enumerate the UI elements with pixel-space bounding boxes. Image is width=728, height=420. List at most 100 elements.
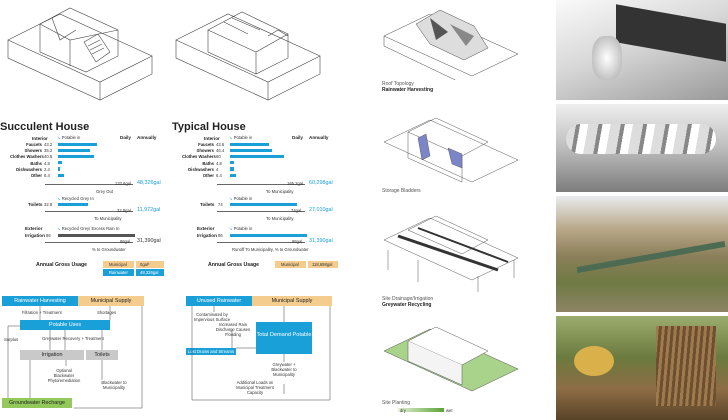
site-drainage-drawing — [383, 215, 519, 292]
planting-gradient-legend — [398, 408, 444, 412]
legend-wet: wet — [446, 408, 453, 413]
caption-roof-topology: Roof Topology — [382, 81, 414, 87]
succulent-recycled-grey-in: ↘ Recycled Grey In — [57, 196, 94, 201]
grey-black-label: Greywater + Blackwater to Municipality — [271, 362, 297, 377]
increased-rain-label: Increased Rain Discharge Causes Flooding — [215, 322, 251, 337]
groundwater-recharge-box: Groundwater Recharge — [2, 398, 72, 408]
contaminated-label: Contaminated by Impervious Surface — [193, 312, 231, 322]
irrigation-box: Irrigation — [20, 350, 84, 360]
typical-row-bar — [230, 148, 272, 152]
typical-municipal-label: Municipal — [275, 261, 306, 268]
arrow-icon: ↘ — [229, 226, 234, 231]
typical-row-bar — [230, 155, 284, 159]
typical-row-label: Clothes Washers — [182, 154, 216, 160]
succulent-row-value: 43.2 — [44, 142, 53, 147]
site-planting-drawing — [383, 326, 519, 392]
succulent-row-value: 4.8 — [44, 160, 50, 166]
blackwater-muni-label: Blackwater to Municipality — [101, 380, 127, 390]
typical-interior-daily: 165.2gal — [287, 181, 304, 186]
typical-irrigation-daily: 86gal — [292, 239, 303, 244]
typical-house-sketch — [175, 11, 321, 101]
additional-loads-label: Additional Loads on Municipal Treatment … — [236, 380, 274, 395]
typical-irrigation-label: Irrigation — [197, 233, 217, 238]
typical-row-value: 43.6 — [216, 142, 225, 147]
rainwater-harvesting-box: Rainwater Harvesting — [2, 296, 78, 306]
typical-row-value: 46.4 — [216, 148, 225, 154]
typical-runoff: Runoff To Municipality, % to Groundwater — [232, 247, 309, 252]
succulent-interior-label: Interior — [32, 136, 48, 141]
succulent-row-label: Faucets — [26, 142, 42, 147]
succulent-house-sketch — [7, 7, 153, 101]
succulent-exterior-label: Exterior — [25, 226, 43, 231]
succulent-rainwater-value: 48,326gal — [136, 269, 164, 276]
typical-toilets-annual: 27,010gal — [309, 207, 333, 213]
succulent-toilets-annual: 11,972gal — [137, 207, 161, 213]
arrow-icon: ↘ — [57, 196, 62, 201]
arrow-icon: ↘ — [57, 135, 62, 140]
typical-to-municipality-1: To Municipality — [266, 189, 294, 194]
typical-col-daily: Daily — [292, 135, 303, 140]
succulent-irrigation-annual: 31,390gal — [137, 238, 161, 244]
succulent-interior-annual: 48,326gal — [137, 180, 161, 186]
photo-roof-model — [556, 0, 728, 100]
typical-irrigation-annual: 31,390gal — [309, 238, 333, 244]
succulent-municipal-label: Municipal — [103, 261, 134, 268]
caption-site-planting: Site Planting — [382, 400, 411, 406]
succulent-row-value: 40.5 — [44, 154, 53, 160]
storage-bladders-drawing — [383, 117, 519, 183]
legend-dry: dry — [400, 408, 406, 413]
typical-row-value: 4 — [216, 166, 219, 172]
typical-potable-in-3: ↘ Potable in — [229, 226, 253, 231]
typical-toilets-label: Toilets — [200, 202, 215, 207]
succulent-toilets-bar — [58, 202, 88, 206]
lost-drains-box: Lost Drains and Streams — [186, 348, 236, 355]
succulent-row-bar — [58, 142, 97, 146]
succulent-toilets-value: 32.8 — [44, 202, 53, 207]
typical-potable-in: ↘ Potable in — [229, 135, 253, 140]
municipal-supply-box: Municipal Supply — [78, 296, 144, 306]
succulent-rainwater-label: Rainwater — [103, 269, 134, 276]
typical-municipal-value: 118,698gal — [308, 261, 338, 268]
roof-topology-drawing — [383, 9, 519, 80]
typical-irrigation-value: 86 — [218, 233, 223, 238]
caption-site-drainage: Site Drainage/Irrigation — [382, 296, 434, 302]
succulent-row-label: Baths — [30, 160, 42, 166]
typical-title: Typical House — [172, 121, 246, 133]
toilets-box: Toilets — [86, 350, 118, 360]
succulent-row-bar — [58, 148, 90, 152]
succulent-row-bar — [58, 167, 61, 171]
typical-row-label: Showers — [196, 148, 214, 154]
arrow-icon: ↘ — [57, 226, 62, 231]
left-flow-arrows — [7, 306, 143, 409]
caption-greywater-recycling: Greywater Recycling — [382, 302, 432, 308]
typical-row-bar — [230, 167, 234, 171]
caption-rainwater-harvesting: Rainwater Harvesting — [382, 87, 434, 93]
succulent-row-label: Dishwashers — [16, 166, 42, 172]
succulent-grey-out: Grey Out — [96, 189, 113, 194]
succulent-to-groundwater: % to Groundwater — [92, 247, 126, 252]
optional-blackwater-label: Optional Blackwater Phytoremediation — [47, 368, 81, 383]
potable-uses-box: Potable Uses — [20, 320, 110, 330]
typical-row-label: Dishwashers — [188, 166, 214, 172]
typical-row-bar — [230, 161, 235, 165]
succulent-annual-gross: Annual Gross Usage — [36, 262, 88, 268]
typical-to-municipality-2: To Municipality — [266, 216, 294, 221]
typical-row-label: Faucets — [198, 142, 214, 147]
surplus-label: Surplus — [4, 337, 19, 342]
typical-col-annually: Annually — [309, 135, 329, 140]
succulent-row-bar — [58, 155, 95, 159]
succulent-col-annually: Annually — [137, 135, 157, 140]
succulent-to-municipality: To Municipality — [94, 216, 122, 221]
succulent-irrigation-label: Irrigation — [25, 233, 45, 238]
filtration-label: Filtration + Treatment — [22, 310, 62, 315]
succulent-toilets-daily: 32.8gal — [117, 208, 131, 213]
arrow-icon: ↘ — [229, 196, 234, 201]
typical-interior-label: Interior — [204, 136, 220, 141]
caption-storage-bladders: Storage Bladders — [382, 188, 421, 194]
typical-interior-annual: 60,298gal — [309, 180, 333, 186]
total-demand-box: Total Demand Potable — [256, 322, 312, 354]
typical-toilets-bar — [230, 202, 297, 206]
succulent-row-value: 35.2 — [44, 148, 53, 154]
succulent-col-daily: Daily — [120, 135, 131, 140]
typical-row-label: Baths — [202, 160, 214, 166]
